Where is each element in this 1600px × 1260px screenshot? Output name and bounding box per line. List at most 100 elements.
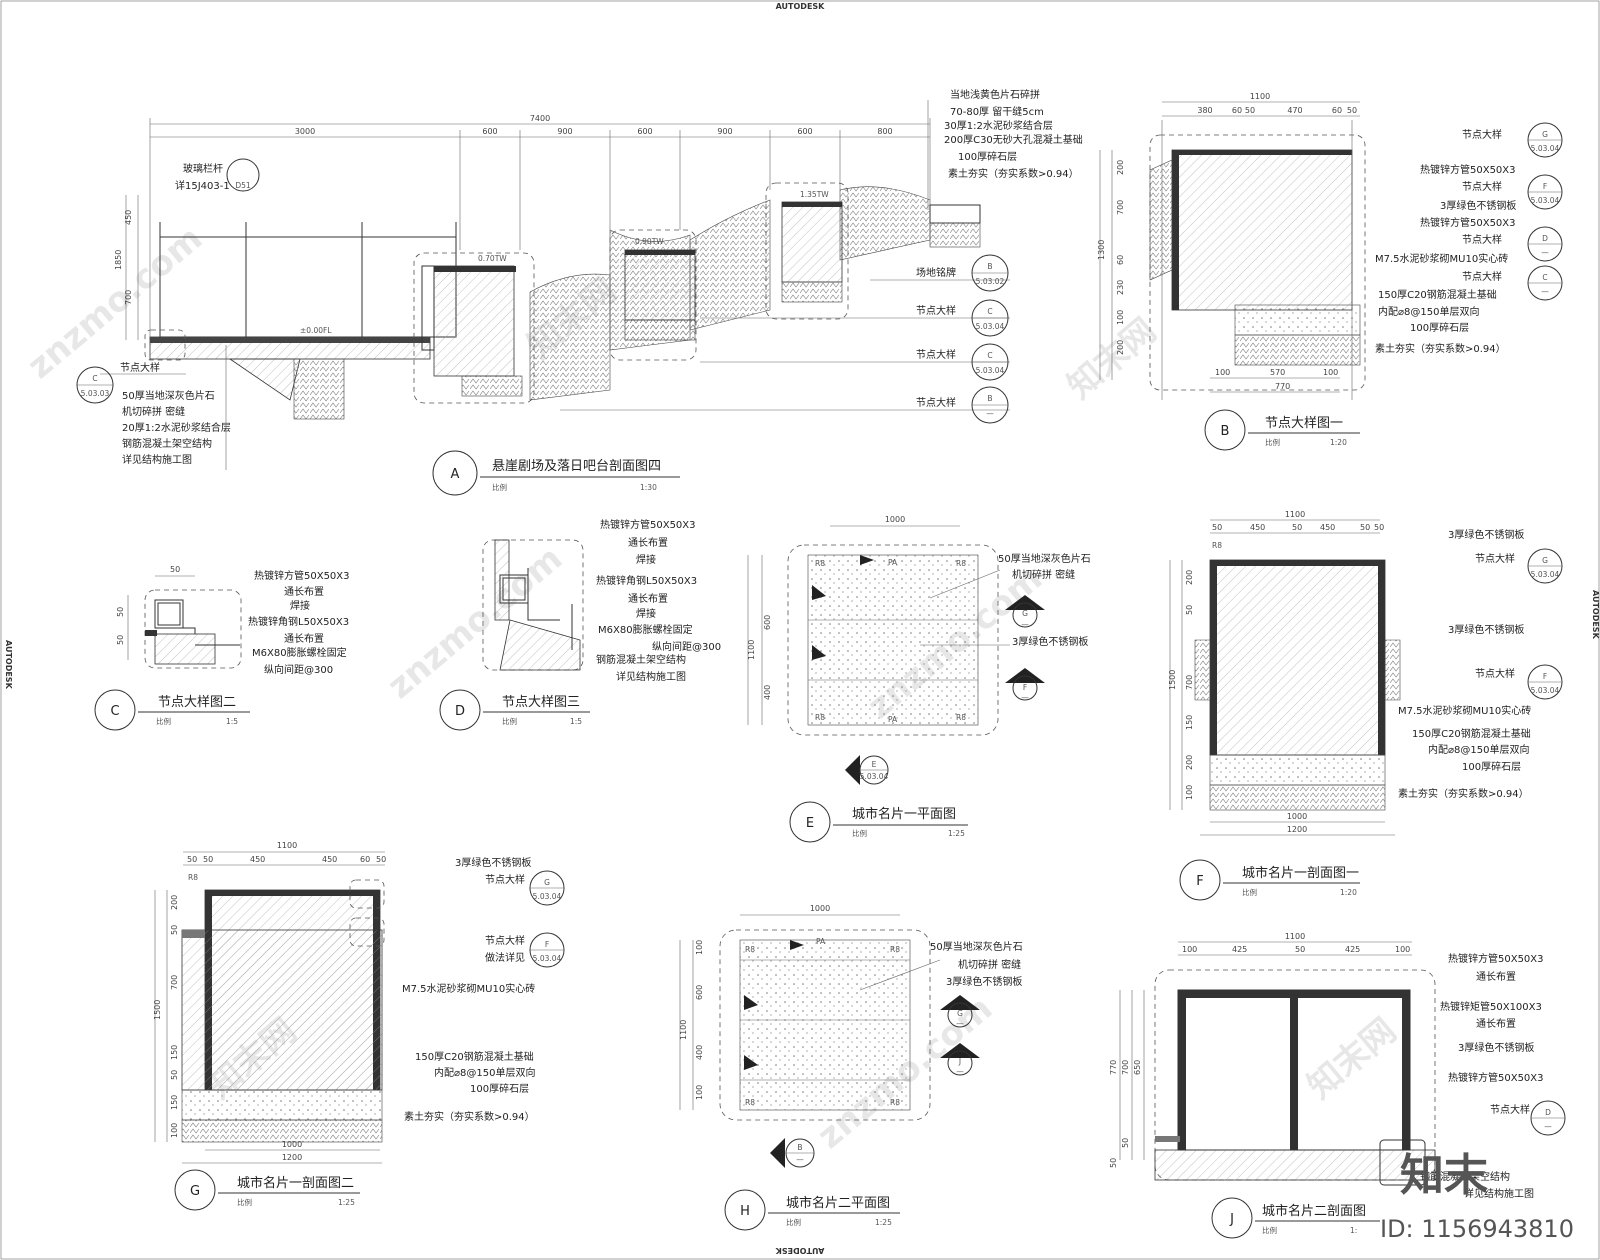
dim: 1100 xyxy=(1285,510,1305,519)
scale-word: 比例 xyxy=(156,716,171,726)
radius-label: R8 xyxy=(815,713,825,722)
dim: 50 xyxy=(1374,523,1384,532)
note: 3厚绿色不锈钢板 xyxy=(1440,199,1516,212)
cut-sheet: — xyxy=(956,1019,964,1028)
dim: 450 xyxy=(1320,523,1335,532)
scale-value: 1:20 xyxy=(1330,438,1347,447)
stone-paving-plan xyxy=(739,939,911,1111)
ref-letter: F xyxy=(1543,672,1547,681)
cut-letter: J xyxy=(958,1057,961,1066)
note: 50厚当地深灰色片石 xyxy=(930,940,1023,953)
notes-g: 3厚绿色不锈钢板 节点大样 G 5.03.04 节点大样 F 5.03.04 做… xyxy=(402,856,565,1123)
detail-c: 50 50 50 热镀锌方管50X50X3 通长布置 焊接 热镀锌角钢L50X5… xyxy=(94,565,350,731)
note: 100厚碎石层 xyxy=(1410,321,1469,334)
dim: 200 xyxy=(1116,160,1125,175)
note: 内配⌀8@150单层双向 xyxy=(1428,743,1529,756)
dim: 100 xyxy=(1323,368,1338,377)
note: 焊接 xyxy=(636,553,656,566)
ref-label: 节点大样 xyxy=(1462,128,1502,141)
note: 纵向间距@300 xyxy=(264,663,333,676)
note: 热镀锌方管50X50X3 xyxy=(1448,1071,1544,1084)
dim: 425 xyxy=(1345,945,1360,954)
detail-title: 悬崖剧场及落日吧台剖面图四 xyxy=(492,459,661,474)
radius-label: R8 xyxy=(815,559,825,568)
cut-sheet: — xyxy=(1021,693,1029,702)
note: M7.5水泥砂浆砌MU10实心砖 xyxy=(1398,704,1531,717)
dim: 600 xyxy=(482,127,497,136)
detail-e: 1000 1100 600 400 PA PA R8 R8 R8 R8 50厚当… xyxy=(747,515,1091,843)
elevation-label: 1.35TW xyxy=(800,190,829,199)
note: M7.5水泥砂浆砌MU10实心砖 xyxy=(1375,252,1508,265)
dim: 380 xyxy=(1197,106,1212,115)
notes-f: 3厚绿色不锈钢板 节点大样 G 5.03.04 3厚绿色不锈钢板 节点大样 F … xyxy=(1398,528,1563,800)
elevation-label: ±0.00FL xyxy=(300,326,332,335)
brand-right: AUTODESK xyxy=(1591,590,1600,640)
ref-sheet: 5.03.04 xyxy=(1531,144,1560,153)
detail-d: 热镀锌方管50X50X3 通长布置 焊接 热镀锌角钢L50X50X3 通长布置 … xyxy=(439,518,721,731)
bubble-letter: E xyxy=(806,816,814,831)
dim: 60 xyxy=(360,855,370,864)
dim: 700 xyxy=(1121,1060,1130,1075)
bubble-letter: A xyxy=(451,467,460,482)
ref-letter: C xyxy=(987,307,992,316)
ref-label: 节点大样 xyxy=(1462,270,1502,283)
bubble-letter: F xyxy=(1196,874,1203,889)
dim: 770 xyxy=(1275,382,1290,391)
elevation-label: 0.90TW xyxy=(635,237,664,246)
note: 焊接 xyxy=(290,599,310,612)
dim: 400 xyxy=(695,1045,704,1060)
node-label: 节点大样 xyxy=(120,361,160,374)
dim: 900 xyxy=(717,127,732,136)
dim: 650 xyxy=(1133,1060,1142,1075)
logo-text: 知末 xyxy=(1400,1150,1488,1201)
ref-sheet: — xyxy=(1541,248,1549,257)
note: 热镀锌方管50X50X3 xyxy=(1420,163,1516,176)
dim: 1100 xyxy=(747,640,756,660)
scale-value: 1:5 xyxy=(226,717,238,726)
note: 详见结构施工图 xyxy=(1464,1187,1534,1200)
scale-value: 1:30 xyxy=(640,483,657,492)
cut-letter: G xyxy=(957,1009,963,1018)
note: 素土夯实（夯实系数>0.94） xyxy=(1375,342,1506,355)
cut-sheet: — xyxy=(796,1155,804,1164)
note: 通长布置 xyxy=(1476,971,1516,983)
detail-title: 城市名片一剖面图二 xyxy=(237,1175,354,1191)
note: 通长布置 xyxy=(628,593,668,605)
scale-value: 1:5 xyxy=(570,717,582,726)
cut-letter: E xyxy=(872,760,877,769)
dim: 1100 xyxy=(277,841,297,850)
notes-d: 热镀锌方管50X50X3 通长布置 焊接 热镀锌角钢L50X50X3 通长布置 … xyxy=(596,518,721,683)
ref-label: 节点大样 xyxy=(916,348,956,361)
note: 150厚C20钢筋混凝土基础 xyxy=(415,1050,534,1063)
detail-g: 1100 50 50 450 450 60 50 1500 200 50 700… xyxy=(153,841,565,1211)
dim: 200 xyxy=(1116,340,1125,355)
detail-title: 城市名片一剖面图一 xyxy=(1242,865,1359,881)
note: 钢筋混凝土架空结构 xyxy=(596,653,686,666)
cut-sheet: — xyxy=(1021,620,1029,629)
detail-title: 城市名片二平面图 xyxy=(786,1195,890,1211)
note: 3厚绿色不锈钢板 xyxy=(1012,635,1088,648)
dim: 50 xyxy=(1295,945,1305,954)
scale-value: 1:25 xyxy=(948,829,965,838)
brand-top: AUTODESK xyxy=(776,2,826,11)
note: 通长布置 xyxy=(1476,1018,1516,1030)
ref-sheet: 5.03.04 xyxy=(976,366,1005,375)
dim: 50 xyxy=(1292,523,1302,532)
ref-sheet: 5.03.04 xyxy=(1531,196,1560,205)
dim: 1200 xyxy=(282,1153,302,1162)
ref-label: 节点大样 xyxy=(1462,233,1502,246)
dim: 1500 xyxy=(1168,670,1177,690)
brand-left: AUTODESK xyxy=(4,640,13,690)
note: 内配⌀8@150单层双向 xyxy=(434,1066,535,1079)
watermark-text: znzmo.com xyxy=(380,538,570,706)
note: 机切碎拼 密缝 xyxy=(1012,568,1075,581)
brand-logo: 知末 xyxy=(1379,1139,1488,1201)
note: 热镀锌方管50X50X3 xyxy=(600,518,696,531)
dim: 3000 xyxy=(295,127,315,136)
note: 热镀锌矩管50X100X3 xyxy=(1440,1000,1542,1013)
note: 3厚绿色不锈钢板 xyxy=(1448,623,1524,636)
rail-label: 玻璃栏杆 xyxy=(183,162,223,175)
dim: 1850 xyxy=(114,250,123,270)
bubble-letter: B xyxy=(1221,424,1230,439)
title-bubble xyxy=(789,801,831,843)
